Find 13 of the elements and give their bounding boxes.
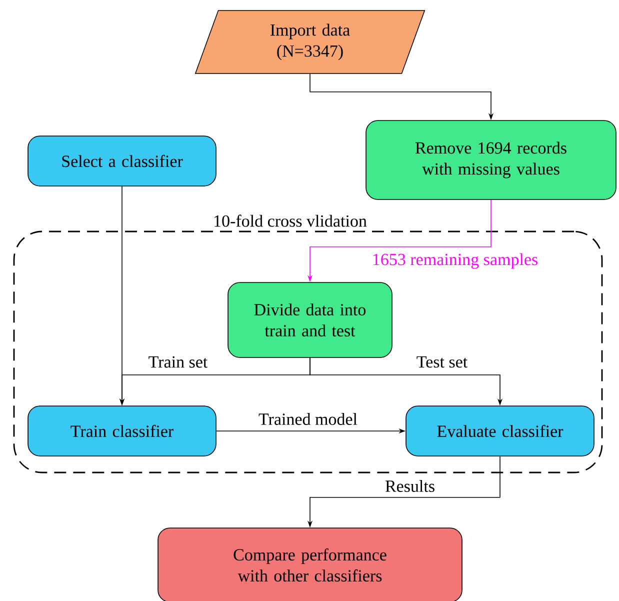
edge-label: Results (384, 479, 436, 493)
process-box: Train classifier (28, 406, 216, 456)
edge-label: Trained model (258, 412, 358, 426)
process-box: Evaluate classifier (406, 406, 594, 456)
input-parallelogram: Import data (N=3347) (194, 10, 426, 74)
edge-label: Test set (415, 355, 469, 369)
process-box: Select a classifier (28, 136, 216, 186)
result-box: Compare performance with other classifiers (158, 528, 462, 601)
process-box: Divide data into train and test (228, 282, 392, 358)
edge-label: 1653 remaining samples (370, 252, 540, 270)
process-box: Remove 1694 records with missing values (366, 120, 616, 200)
region-title: 10-fold cross vlidation (214, 214, 367, 227)
edge-label: Train set (147, 355, 209, 369)
